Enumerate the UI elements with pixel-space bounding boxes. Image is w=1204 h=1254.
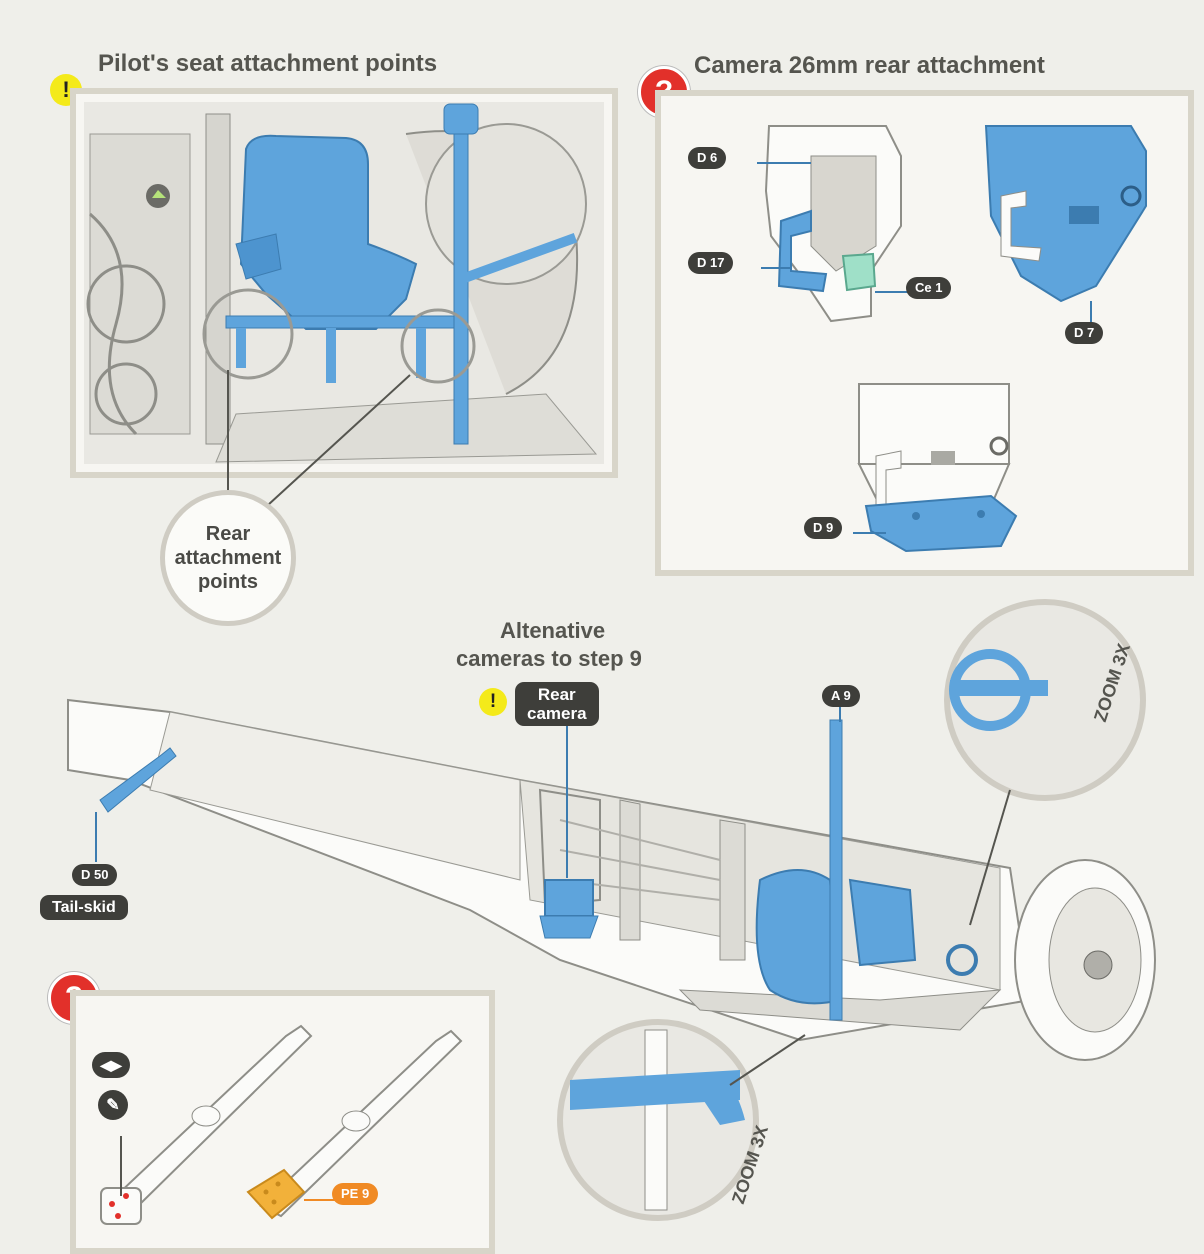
label-ce1: Ce 1 xyxy=(906,277,952,299)
label-pe9: PE 9 xyxy=(332,1183,379,1205)
alt-cameras-title-line1: Altenative xyxy=(500,618,606,643)
camera-panel xyxy=(655,90,1194,576)
rear-camera-label: Rear camera xyxy=(515,682,599,726)
rear-camera-label-line2: camera xyxy=(527,704,587,723)
alt-cameras-title-line2: cameras to step 9 xyxy=(456,646,642,671)
camera-illustration xyxy=(757,125,1147,553)
label-d9: D 9 xyxy=(804,517,843,539)
tail-skid-parts-illustration xyxy=(100,1024,463,1225)
camera-panel-title: Camera 26mm rear attachment xyxy=(694,52,1045,79)
seat-panel-title: Pilot's seat attachment points xyxy=(98,50,438,77)
label-d17: D 17 xyxy=(688,252,734,274)
label-d7: D 7 xyxy=(1065,322,1104,344)
label-a9: A 9 xyxy=(822,685,860,707)
rear-attachment-callout: Rear attachment points xyxy=(160,490,296,626)
label-d50: D 50 xyxy=(72,864,118,886)
rear-camera-warning-icon: ! xyxy=(479,688,507,716)
pe-panel xyxy=(70,990,495,1254)
hobby-knife-icon: ✎ xyxy=(98,1090,128,1120)
bend-arrows-icon: ◀▶ xyxy=(92,1052,130,1078)
rear-attachment-label: Rear attachment points xyxy=(174,523,282,593)
tail-skid-label: Tail-skid xyxy=(40,895,128,920)
label-d6: D 6 xyxy=(688,147,727,169)
rear-camera-label-line1: Rear xyxy=(537,685,576,704)
